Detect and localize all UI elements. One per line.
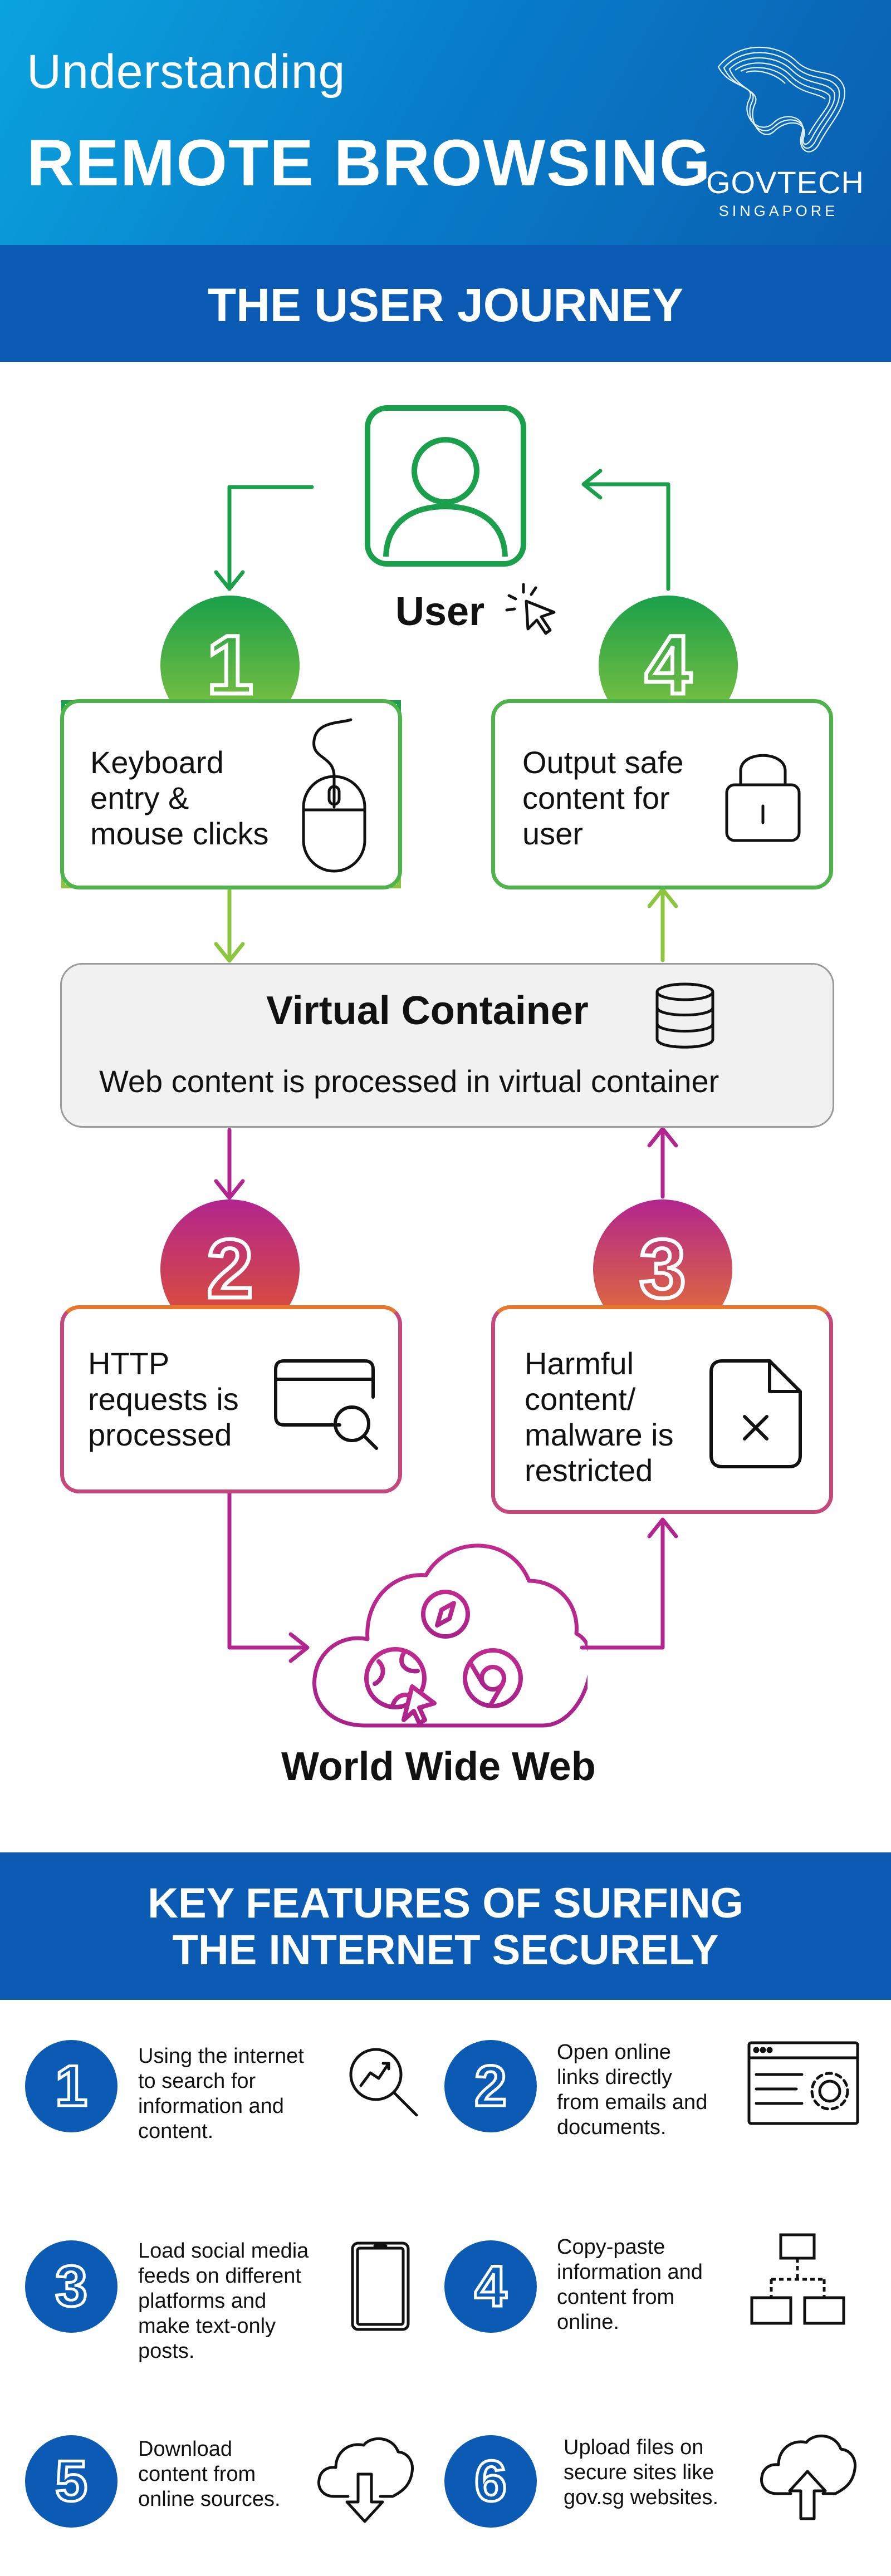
feature-6-line: Upload files on — [564, 2436, 704, 2459]
step-3-box — [491, 1305, 833, 1514]
feature-2-line: Open online — [557, 2041, 671, 2064]
step-4-box — [491, 699, 833, 889]
step-3-number: 3 — [638, 1220, 688, 1318]
feature-1-line: to search for — [138, 2069, 256, 2093]
cloud-download-icon — [317, 2437, 414, 2523]
feature-5-number: 5 — [54, 2448, 89, 2515]
header-banner — [0, 0, 891, 245]
feature-4-text: Copy-paste information and content from … — [557, 2235, 703, 2335]
step-1-line: entry & — [90, 780, 189, 815]
step-2-number: 2 — [205, 1220, 255, 1318]
www-label: World Wide Web — [281, 1744, 596, 1789]
feature-2-line: from emails and — [557, 2091, 708, 2114]
virtual-container-title: Virtual Container — [266, 989, 589, 1033]
feature-1-number: 1 — [54, 2053, 89, 2120]
feature-6-text: Upload files on secure sites like gov.sg… — [564, 2435, 718, 2510]
feature-2-badge: 2 — [444, 2040, 537, 2132]
step-1-box-frame — [60, 699, 402, 889]
features-section-title: KEY FEATURES OF SURFING THE INTERNET SEC… — [0, 1880, 891, 1974]
feature-2-line: documents. — [557, 2116, 667, 2139]
feature-6-line: secure sites like — [564, 2461, 714, 2484]
user-icon — [383, 437, 508, 557]
cursor-click-icon — [505, 583, 556, 635]
feature-2-text: Open online links directly from emails a… — [557, 2040, 707, 2140]
lock-icon — [725, 754, 801, 842]
step-3-line: restricted — [525, 1453, 653, 1488]
virtual-container-text: Web content is processed in virtual cont… — [99, 1064, 719, 1099]
feature-3-line: Load social media — [138, 2239, 309, 2263]
feature-5-badge: 5 — [25, 2435, 118, 2528]
feature-6-badge: 6 — [444, 2435, 537, 2528]
step-4-line: Output safe — [522, 745, 684, 780]
feature-1-line: information and — [138, 2095, 284, 2118]
feature-1-badge: 1 — [25, 2040, 118, 2132]
logo-name: GOVTECH — [706, 165, 864, 200]
step-4-number: 4 — [643, 616, 693, 714]
user-avatar-box — [365, 405, 526, 567]
flow-arrows — [214, 469, 678, 1663]
feature-5-line: online sources. — [138, 2487, 281, 2511]
step-3-text: Harmful content/ malware is restricted — [525, 1346, 674, 1488]
feature-3-text: Load social media feeds on different pla… — [138, 2239, 309, 2364]
feature-3-line: posts. — [138, 2339, 195, 2363]
feature-4-line: Copy-paste — [557, 2235, 665, 2259]
features-title-line: KEY FEATURES OF SURFING — [148, 1880, 743, 1927]
feature-5-line: Download — [138, 2437, 232, 2461]
step-2-line: HTTP — [88, 1346, 170, 1381]
govtech-logo-icon — [717, 46, 845, 153]
mouse-icon — [302, 718, 366, 873]
feature-4-line: information and — [557, 2260, 703, 2284]
step-3-line: Harmful — [525, 1346, 634, 1381]
feature-1-text: Using the internet to search for informa… — [138, 2044, 304, 2144]
feature-6-line: gov.sg websites. — [564, 2486, 719, 2509]
smartphone-icon — [351, 2241, 410, 2331]
step-2-line: requests is — [88, 1382, 239, 1417]
feature-6-number: 6 — [473, 2448, 508, 2515]
feature-3-number: 3 — [54, 2253, 89, 2321]
step-2-line: processed — [88, 1417, 232, 1452]
feature-4-number: 4 — [473, 2253, 508, 2321]
feature-3-badge: 3 — [25, 2240, 118, 2333]
user-label: User — [395, 589, 485, 634]
database-icon — [655, 982, 714, 1049]
header-subtitle: Understanding — [27, 45, 346, 99]
feature-2-number: 2 — [473, 2053, 508, 2120]
header-title: REMOTE BROWSING — [27, 126, 712, 200]
cloud-upload-icon — [760, 2434, 857, 2520]
step-3-line: content/ — [525, 1382, 636, 1417]
feature-3-line: feeds on different — [138, 2264, 301, 2288]
sitemap-icon — [750, 2233, 845, 2325]
feature-3-line: make text-only — [138, 2314, 276, 2338]
step-4-text: Output safe content for user — [522, 745, 684, 852]
journey-section-title: THE USER JOURNEY — [207, 279, 684, 331]
logo-subtitle: SINGAPORE — [718, 203, 839, 219]
feature-3-line: platforms and — [138, 2289, 267, 2313]
features-section-band: KEY FEATURES OF SURFING THE INTERNET SEC… — [0, 1852, 891, 2000]
magnifier-chart-icon — [349, 2048, 418, 2117]
step-2-box — [60, 1305, 402, 1493]
feature-4-badge: 4 — [444, 2240, 537, 2333]
step-4-line: user — [522, 816, 583, 851]
step-3-line: malware is — [525, 1417, 674, 1452]
cloud-web-icon — [312, 1543, 588, 1728]
browser-settings-icon — [747, 2041, 859, 2125]
feature-2-line: links directly — [557, 2066, 672, 2089]
step-1-text: Keyboard entry & mouse clicks — [90, 745, 269, 852]
feature-1-line: Using the internet — [138, 2044, 304, 2068]
step-2-text: HTTP requests is processed — [88, 1346, 239, 1453]
feature-4-line: online. — [557, 2310, 619, 2334]
step-1-line: Keyboard — [90, 745, 224, 780]
step-1-line: mouse clicks — [90, 816, 269, 851]
card-search-icon — [274, 1359, 378, 1450]
features-title-line: THE INTERNET SECURELY — [172, 1926, 719, 1974]
journey-section-band: THE USER JOURNEY — [0, 245, 891, 362]
feature-5-line: content from — [138, 2462, 256, 2486]
feature-4-line: content from — [557, 2285, 675, 2309]
feature-5-text: Download content from online sources. — [138, 2437, 281, 2512]
feature-1-line: content. — [138, 2120, 214, 2143]
file-x-icon — [709, 1359, 802, 1468]
step-4-line: content for — [522, 780, 670, 815]
step-1-number: 1 — [205, 616, 255, 714]
